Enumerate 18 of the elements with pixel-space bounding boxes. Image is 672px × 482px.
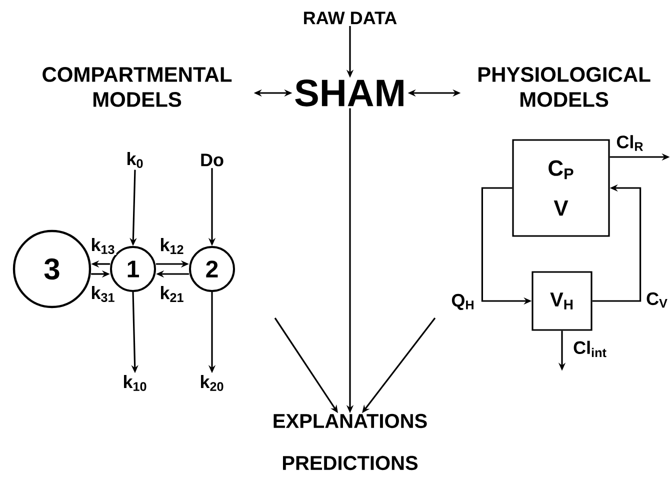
edge-label: k$_{13}$ <box>90 236 116 255</box>
input-label: RAW DATA <box>304 12 397 24</box>
edge-label: k$_{21}$ <box>158 285 186 303</box>
rate-label: Do <box>201 154 224 166</box>
rate-label: k$_{20}$ <box>201 374 224 391</box>
heading: COMPARTMENTAL MODELS <box>42 67 232 107</box>
heading: PHYSIOLOGICAL MODELS <box>478 67 650 107</box>
edge-label: C$_{V}$ <box>645 291 669 309</box>
central-label: SHAM <box>295 80 404 106</box>
rate-label: k$_{10}$ <box>124 374 146 391</box>
edge-label: Cl$_{int}$ <box>572 340 608 358</box>
rate-label: k$_{0}$ <box>128 152 143 168</box>
edge-label: Cl$_{R}$ <box>615 134 645 152</box>
compartment-box: V$_{H}$ <box>532 271 592 331</box>
edge-label: Q$_{H}$ <box>450 292 476 312</box>
compartment-box: C$_{P}$ V <box>512 139 610 237</box>
output-label: EXPLANATIONS PREDICTIONS <box>274 414 427 470</box>
edge-label: k$_{12}$ <box>158 237 186 255</box>
